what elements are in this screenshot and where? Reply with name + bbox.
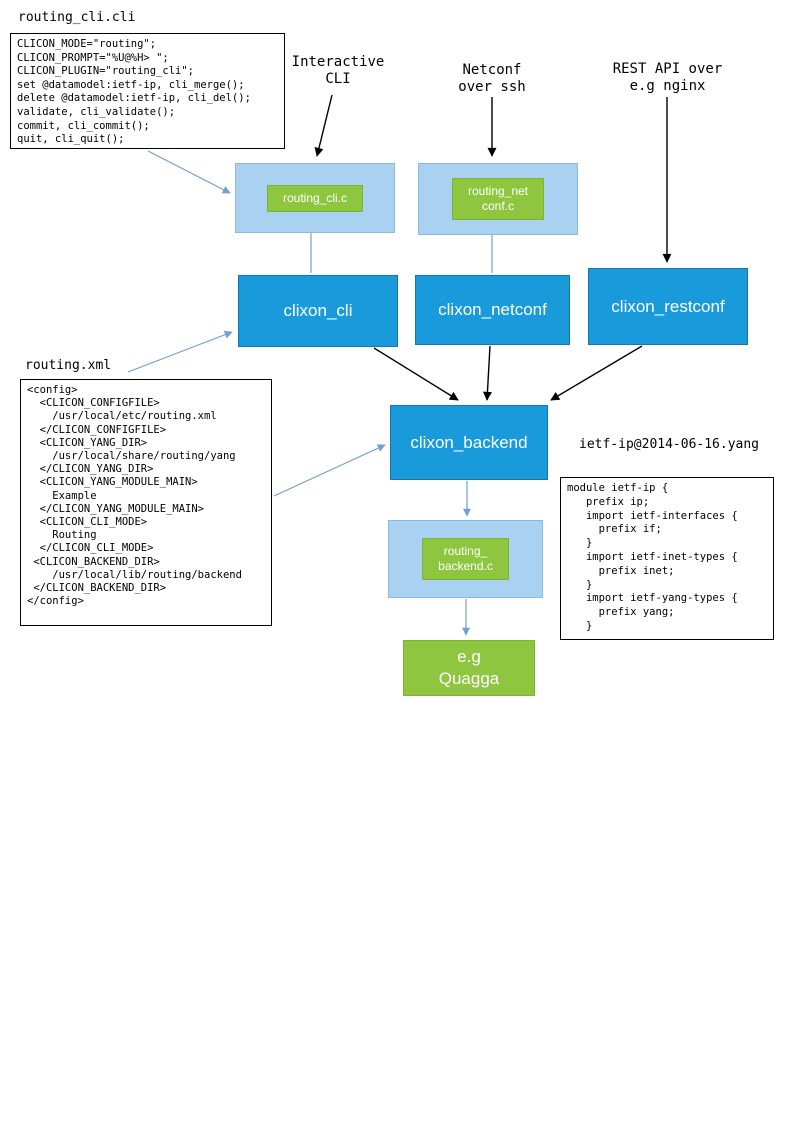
node-clixon-backend: clixon_backend bbox=[390, 405, 548, 480]
arrow-clixon-netconf-to-clixon-backend bbox=[482, 345, 492, 401]
chip-routing-backend-c: routing_ backend.c bbox=[422, 538, 509, 580]
code-box-routing-xml: <config> <CLICON_CONFIGFILE> /usr/local/… bbox=[20, 379, 272, 626]
arrow-interactive-cli-to-routing-cli-panel bbox=[314, 94, 333, 157]
chip-routing-netconf-c: routing_net conf.c bbox=[451, 178, 545, 220]
code-box-routing-cli: CLICON_MODE="routing"; CLICON_PROMPT="%U… bbox=[10, 33, 285, 149]
arrow-clixon-restconf-to-clixon-backend bbox=[550, 345, 643, 401]
node-quagga: e.g Quagga bbox=[403, 640, 535, 696]
node-clixon-cli: clixon_cli bbox=[238, 275, 398, 347]
label-rest-api: REST API over e.g nginx bbox=[612, 61, 723, 94]
node-clixon-restconf: clixon_restconf bbox=[588, 268, 748, 345]
label-netconf-over-ssh: Netconf over ssh bbox=[458, 62, 526, 95]
label-interactive-cli: Interactive CLI bbox=[291, 54, 385, 87]
file-title-routing-cli: routing_cli.cli bbox=[18, 10, 136, 25]
arrow-routing-xml-to-clixon-backend bbox=[273, 444, 386, 497]
arrow-routing-cli-file-to-routing-cli-panel bbox=[147, 150, 231, 194]
arrow-clixon-cli-to-clixon-backend bbox=[373, 347, 459, 401]
file-title-yang: ietf-ip@2014-06-16.yang bbox=[579, 437, 760, 452]
panel-routing-backend-plugin: routing_ backend.c bbox=[388, 520, 543, 598]
code-box-yang: module ietf-ip { prefix ip; import ietf-… bbox=[560, 477, 774, 640]
panel-routing-netconf-plugin: routing_net conf.c bbox=[418, 163, 578, 235]
file-title-routing-xml: routing.xml bbox=[25, 358, 112, 373]
arrow-routing-xml-to-clixon-cli bbox=[127, 330, 233, 373]
chip-routing-cli-c: routing_cli.c bbox=[266, 184, 364, 212]
panel-routing-cli-plugin: routing_cli.c bbox=[235, 163, 395, 233]
node-clixon-netconf: clixon_netconf bbox=[415, 275, 570, 345]
